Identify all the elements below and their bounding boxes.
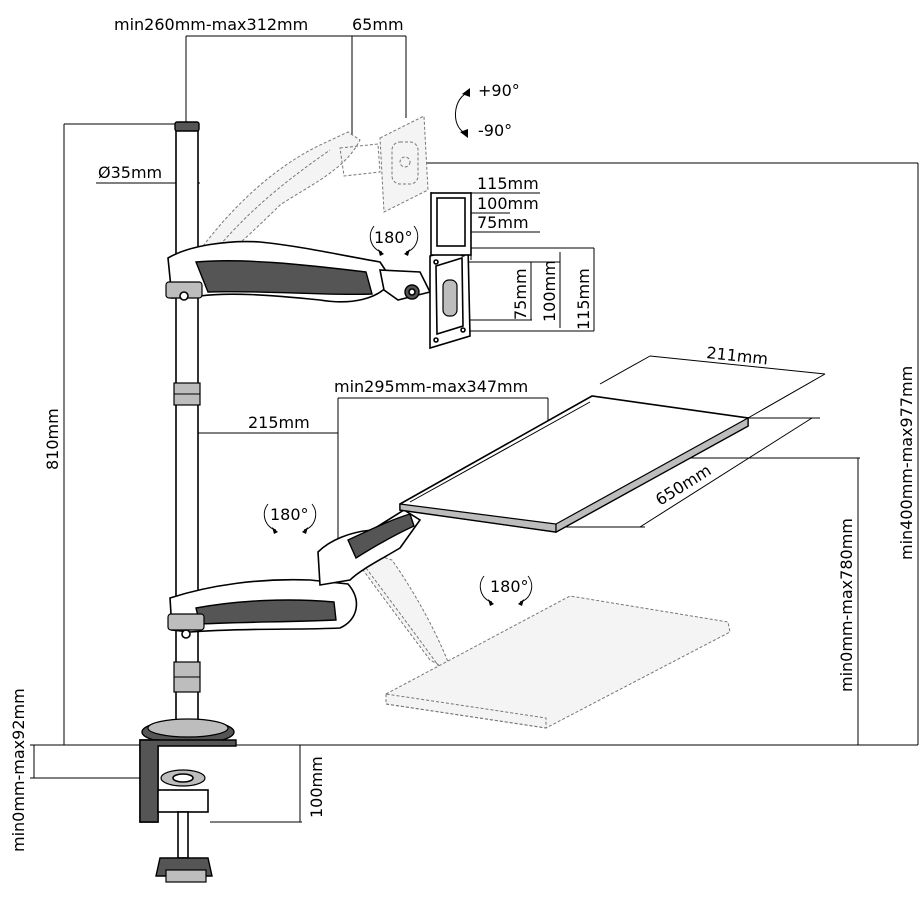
rotation-icon-lower-arm — [263, 503, 317, 534]
ghost-positions — [199, 115, 731, 729]
label-pole-diameter: Ø35mm — [98, 163, 162, 182]
desk-clamp — [139, 718, 237, 883]
label-vesa-115-h: 115mm — [477, 174, 539, 193]
label-lower-reach: min295mm-max347mm — [334, 377, 528, 396]
label-tilt-down: -90° — [478, 121, 512, 140]
label-rotate-tray: 180° — [490, 577, 529, 596]
label-pole-height: 810mm — [43, 408, 62, 470]
label-clamp-range: min0mm-max92mm — [9, 688, 28, 852]
label-clamp-height: 100mm — [307, 756, 326, 818]
rotation-icon-tray — [479, 575, 533, 606]
label-vesa-100-v: 100mm — [540, 260, 559, 322]
vesa-plate — [429, 192, 472, 350]
label-tilt-up: +90° — [478, 81, 520, 100]
keyboard-tray — [399, 395, 749, 534]
label-tray-height: min0mm-max780mm — [837, 518, 856, 692]
label-vesa-75-h: 75mm — [477, 213, 529, 232]
label-bracket-depth: 65mm — [352, 15, 404, 34]
rotation-icon-monitor — [369, 225, 419, 256]
label-tray-width: 211mm — [706, 343, 769, 368]
label-top-reach: min260mm-max312mm — [114, 15, 308, 34]
rotation-icon-tilt — [455, 88, 471, 138]
label-lower-offset: 215mm — [248, 413, 310, 432]
label-overall-height: min400mm-max977mm — [897, 366, 916, 560]
label-rotate-monitor: 180° — [374, 228, 413, 247]
label-vesa-75-v: 75mm — [511, 268, 530, 320]
label-rotate-lower-arm: 180° — [270, 505, 309, 524]
label-vesa-100-h: 100mm — [477, 194, 539, 213]
label-vesa-115-v: 115mm — [574, 268, 593, 330]
lower-arm — [167, 509, 422, 639]
upper-arm — [165, 240, 432, 303]
